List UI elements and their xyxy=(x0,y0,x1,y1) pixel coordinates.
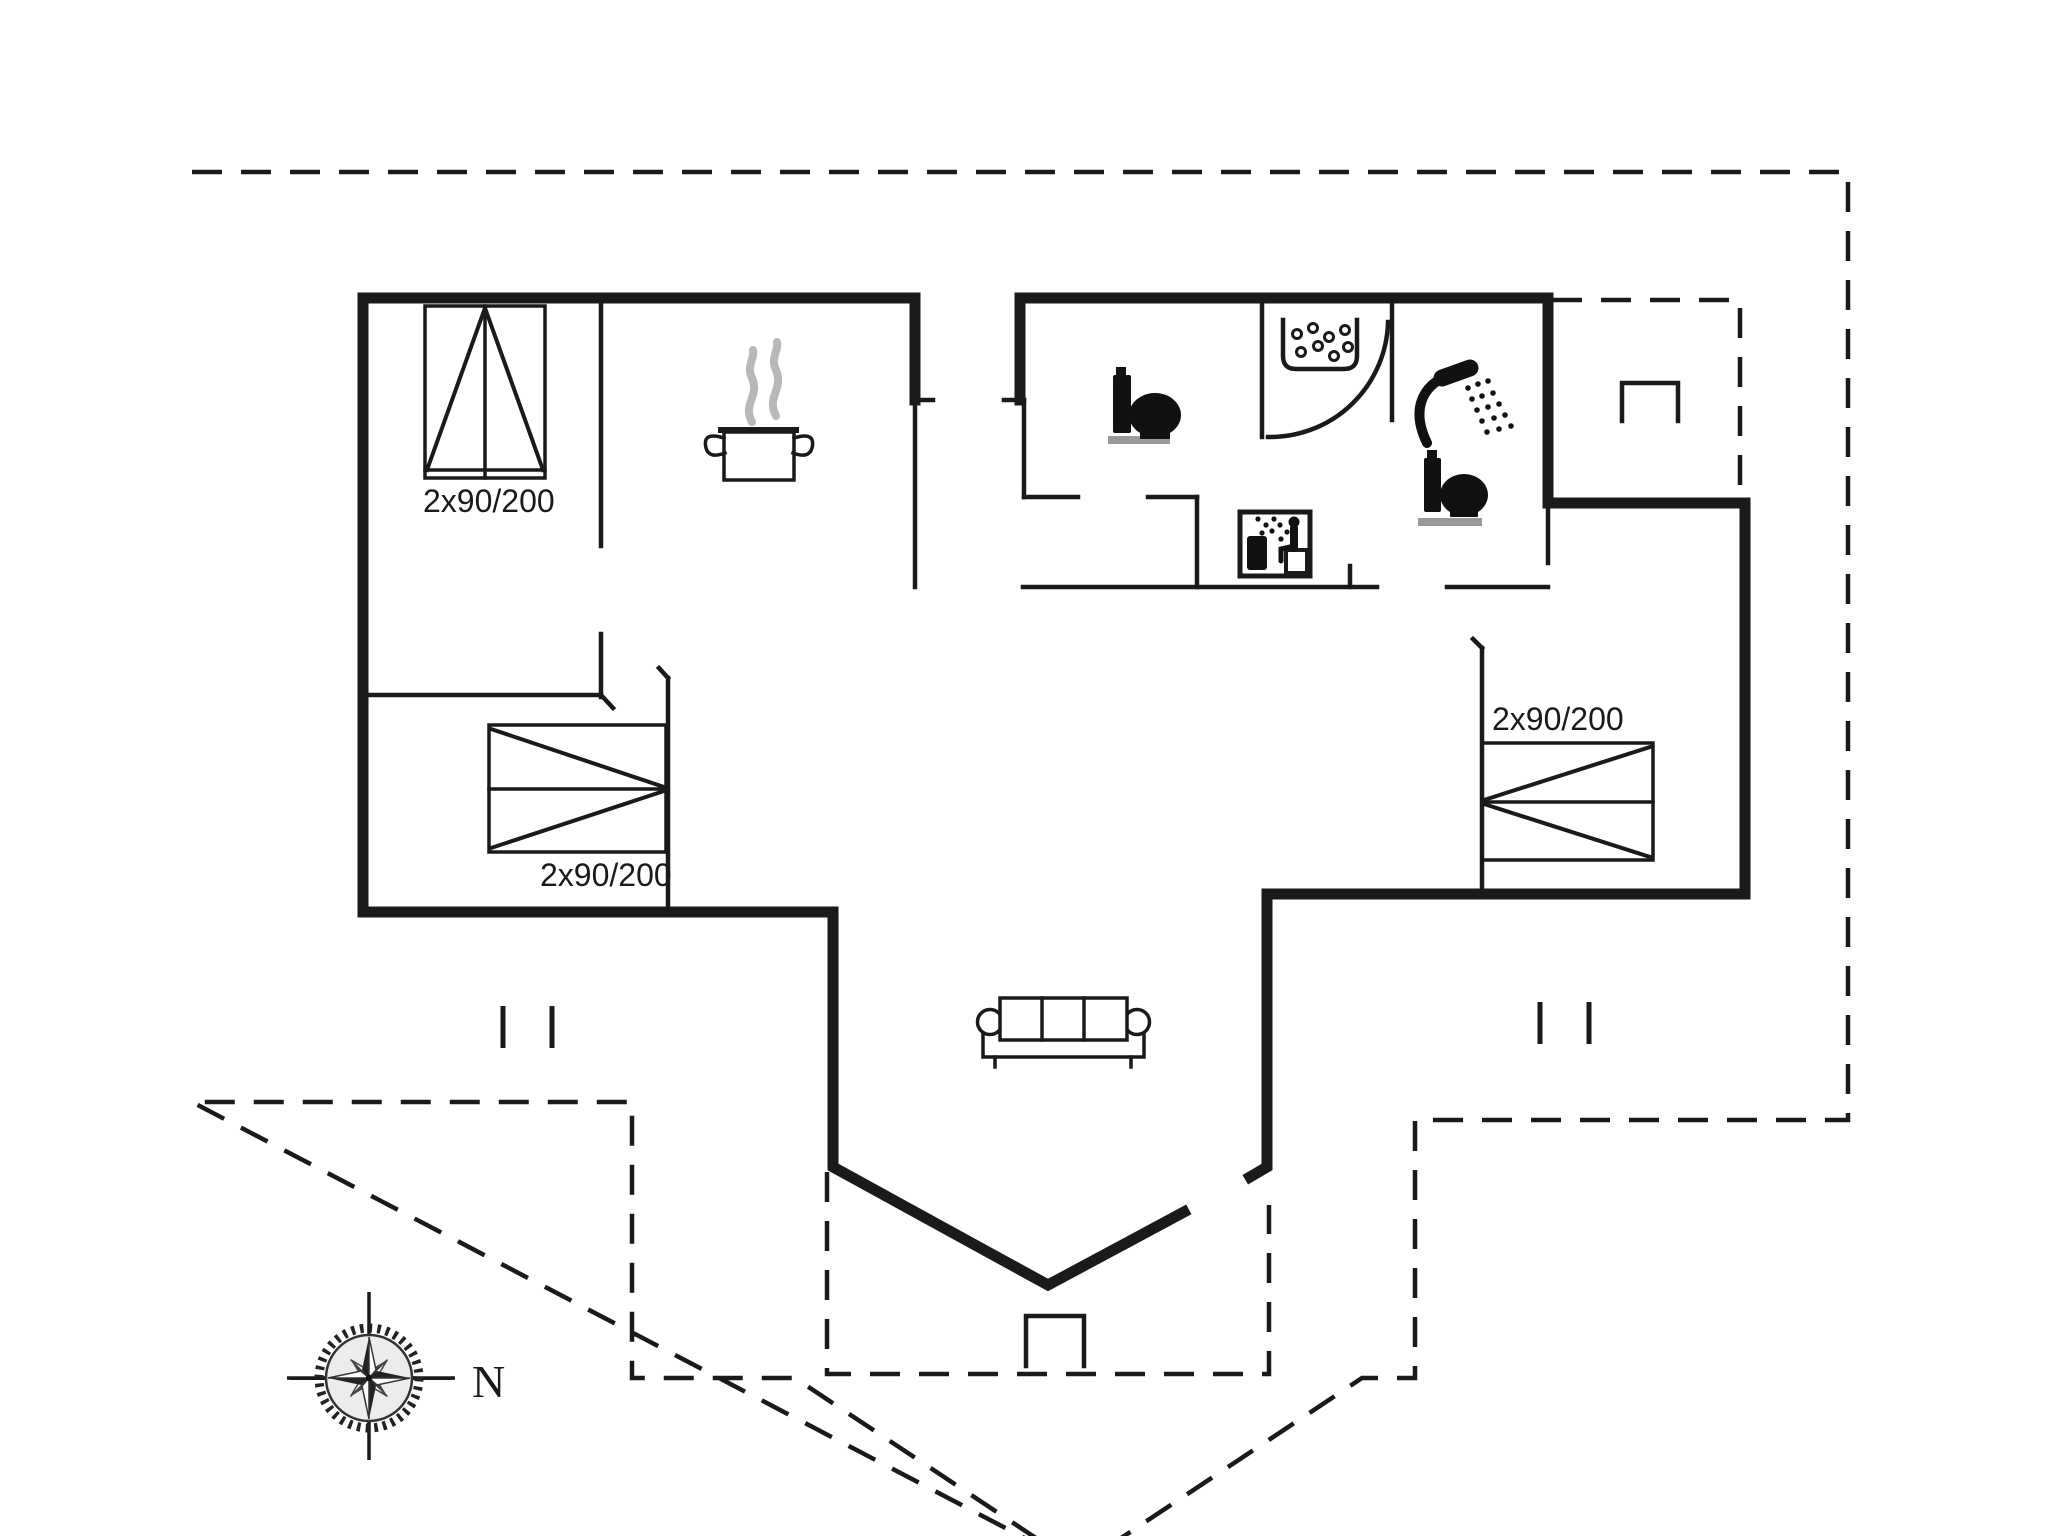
sauna-icon xyxy=(1237,509,1313,579)
exterior-walls xyxy=(357,292,1751,1292)
bed-size-label: 2x90/200 xyxy=(540,857,672,893)
double-bed-icon xyxy=(423,304,547,480)
shower-head-icon xyxy=(1414,359,1514,448)
toilet-icon xyxy=(1108,367,1181,444)
shower-room xyxy=(1280,317,1360,372)
steam-wisp xyxy=(768,338,782,420)
compass-rose-icon xyxy=(287,1292,455,1460)
sauna-bench xyxy=(1284,548,1309,575)
double-bed-icon xyxy=(1480,741,1655,862)
water-drop-dots xyxy=(1291,322,1354,362)
bed-size-label: 2x90/200 xyxy=(1492,701,1624,737)
sofa-icon xyxy=(975,996,1152,1069)
door-frame-hook xyxy=(655,664,672,682)
bed-size-label: 2x90/200 xyxy=(423,483,555,519)
double-bed-icon xyxy=(487,723,668,854)
steam-wisp xyxy=(744,346,758,426)
toilet-icon xyxy=(1418,450,1488,526)
entrance-step-icon xyxy=(1619,380,1681,424)
living-room xyxy=(975,996,1152,1069)
north-label: N xyxy=(472,1356,505,1407)
bathroom-right xyxy=(1414,359,1514,526)
compass-star xyxy=(327,1336,411,1420)
door-frame-hook xyxy=(1469,635,1486,652)
kitchen xyxy=(703,338,815,482)
door-frame-hook xyxy=(597,691,617,712)
compass-rose: N xyxy=(287,1292,505,1460)
wc-room-left xyxy=(1108,367,1181,444)
sauna-steam-dots xyxy=(1255,516,1290,542)
shower-tray-icon xyxy=(1280,317,1360,372)
interior-walls xyxy=(360,299,1551,913)
entrance-steps xyxy=(1023,380,1681,1369)
exterior-wall-east-block xyxy=(1014,292,1751,1185)
shower-door-swing-arc xyxy=(1265,319,1391,440)
entrance-porch-boundary xyxy=(824,1172,1272,1377)
annex-boundary-top-right xyxy=(1552,297,1743,497)
bedroom-top-left: 2x90/200 xyxy=(423,304,555,519)
outer-terrace-boundary xyxy=(190,169,1851,1536)
property-boundary-dashed xyxy=(190,169,1851,1536)
bedroom-bottom-left: 2x90/200 xyxy=(487,723,672,893)
cooking-pot-icon xyxy=(703,338,815,482)
terrace-post-marks xyxy=(500,1002,1592,1048)
sauna xyxy=(1237,509,1313,579)
spray-dots xyxy=(1465,378,1514,435)
entrance-step-icon xyxy=(1023,1313,1087,1369)
bedroom-bottom-right: 2x90/200 xyxy=(1480,701,1655,862)
exterior-wall-west-block xyxy=(357,292,1192,1292)
